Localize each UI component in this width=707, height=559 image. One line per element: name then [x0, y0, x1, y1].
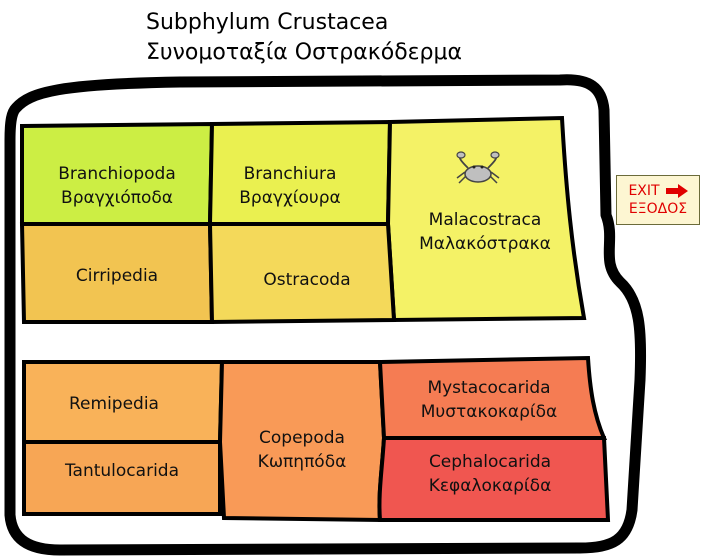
latin-name: Mystacocarida — [427, 378, 551, 398]
greek-name: Βραγχιόποδα — [61, 188, 173, 208]
exit-button[interactable]: EXIT ΕΞΟΔΟΣ — [616, 175, 700, 225]
room-ostracoda[interactable] — [207, 222, 397, 325]
greek-name: Μαλακόστρακα — [419, 234, 551, 254]
latin-name: Ostracoda — [263, 270, 351, 290]
exit-label: EXIT — [628, 183, 660, 199]
room-malacostraca[interactable] — [385, 115, 587, 323]
latin-name: Remipedia — [69, 394, 159, 414]
room-cephalocarida[interactable] — [377, 436, 611, 522]
room-label-mystacocarida: Mystacocarida Μυστακοκαρίδα — [384, 372, 594, 428]
room-label-copepoda: Copepoda Κωπηπόδα — [222, 422, 382, 478]
greek-name: Κεφαλοκαρίδα — [428, 476, 552, 496]
greek-name: Μυστακοκαρίδα — [420, 402, 558, 422]
latin-name: Malacostraca — [428, 210, 542, 230]
room-label-malacostraca: Malacostraca Μαλακόστρακα — [390, 204, 580, 260]
exit-row: EXIT — [628, 182, 688, 200]
page-subtitle: Συνομοταξία Οστρακόδερμα — [146, 40, 463, 65]
room-label-cephalocarida: Cephalocarida Κεφαλοκαρίδα — [384, 446, 596, 502]
latin-name: Cirripedia — [75, 266, 159, 286]
right-arrow-icon — [665, 184, 688, 198]
greek-name: Βραγχίουρα — [239, 188, 341, 208]
room-label-tantulocarida: Tantulocarida — [24, 455, 220, 487]
outer-wall — [4, 74, 647, 556]
room-label-branchiopoda: Branchiopoda Βραγχιόποδα — [22, 158, 212, 214]
exit-label-greek: ΕΞΟΔΟΣ — [628, 201, 688, 217]
latin-name: Cephalocarida — [428, 452, 552, 472]
room-label-remipedia: Remipedia — [24, 388, 204, 420]
room-tantulocarida[interactable] — [22, 440, 222, 516]
room-label-ostracoda: Ostracoda — [212, 264, 402, 296]
latin-name: Branchiopoda — [58, 164, 176, 184]
latin-name: Branchiura — [243, 164, 337, 184]
latin-name: Tantulocarida — [64, 461, 179, 481]
room-label-cirripedia: Cirripedia — [22, 260, 212, 292]
room-label-branchiura: Branchiura Βραγχίουρα — [210, 158, 370, 214]
latin-name: Copepoda — [259, 428, 345, 448]
greek-name: Κωπηπόδα — [257, 452, 347, 472]
page-title: Subphylum Crustacea — [146, 10, 389, 35]
crab-icon — [456, 151, 500, 184]
